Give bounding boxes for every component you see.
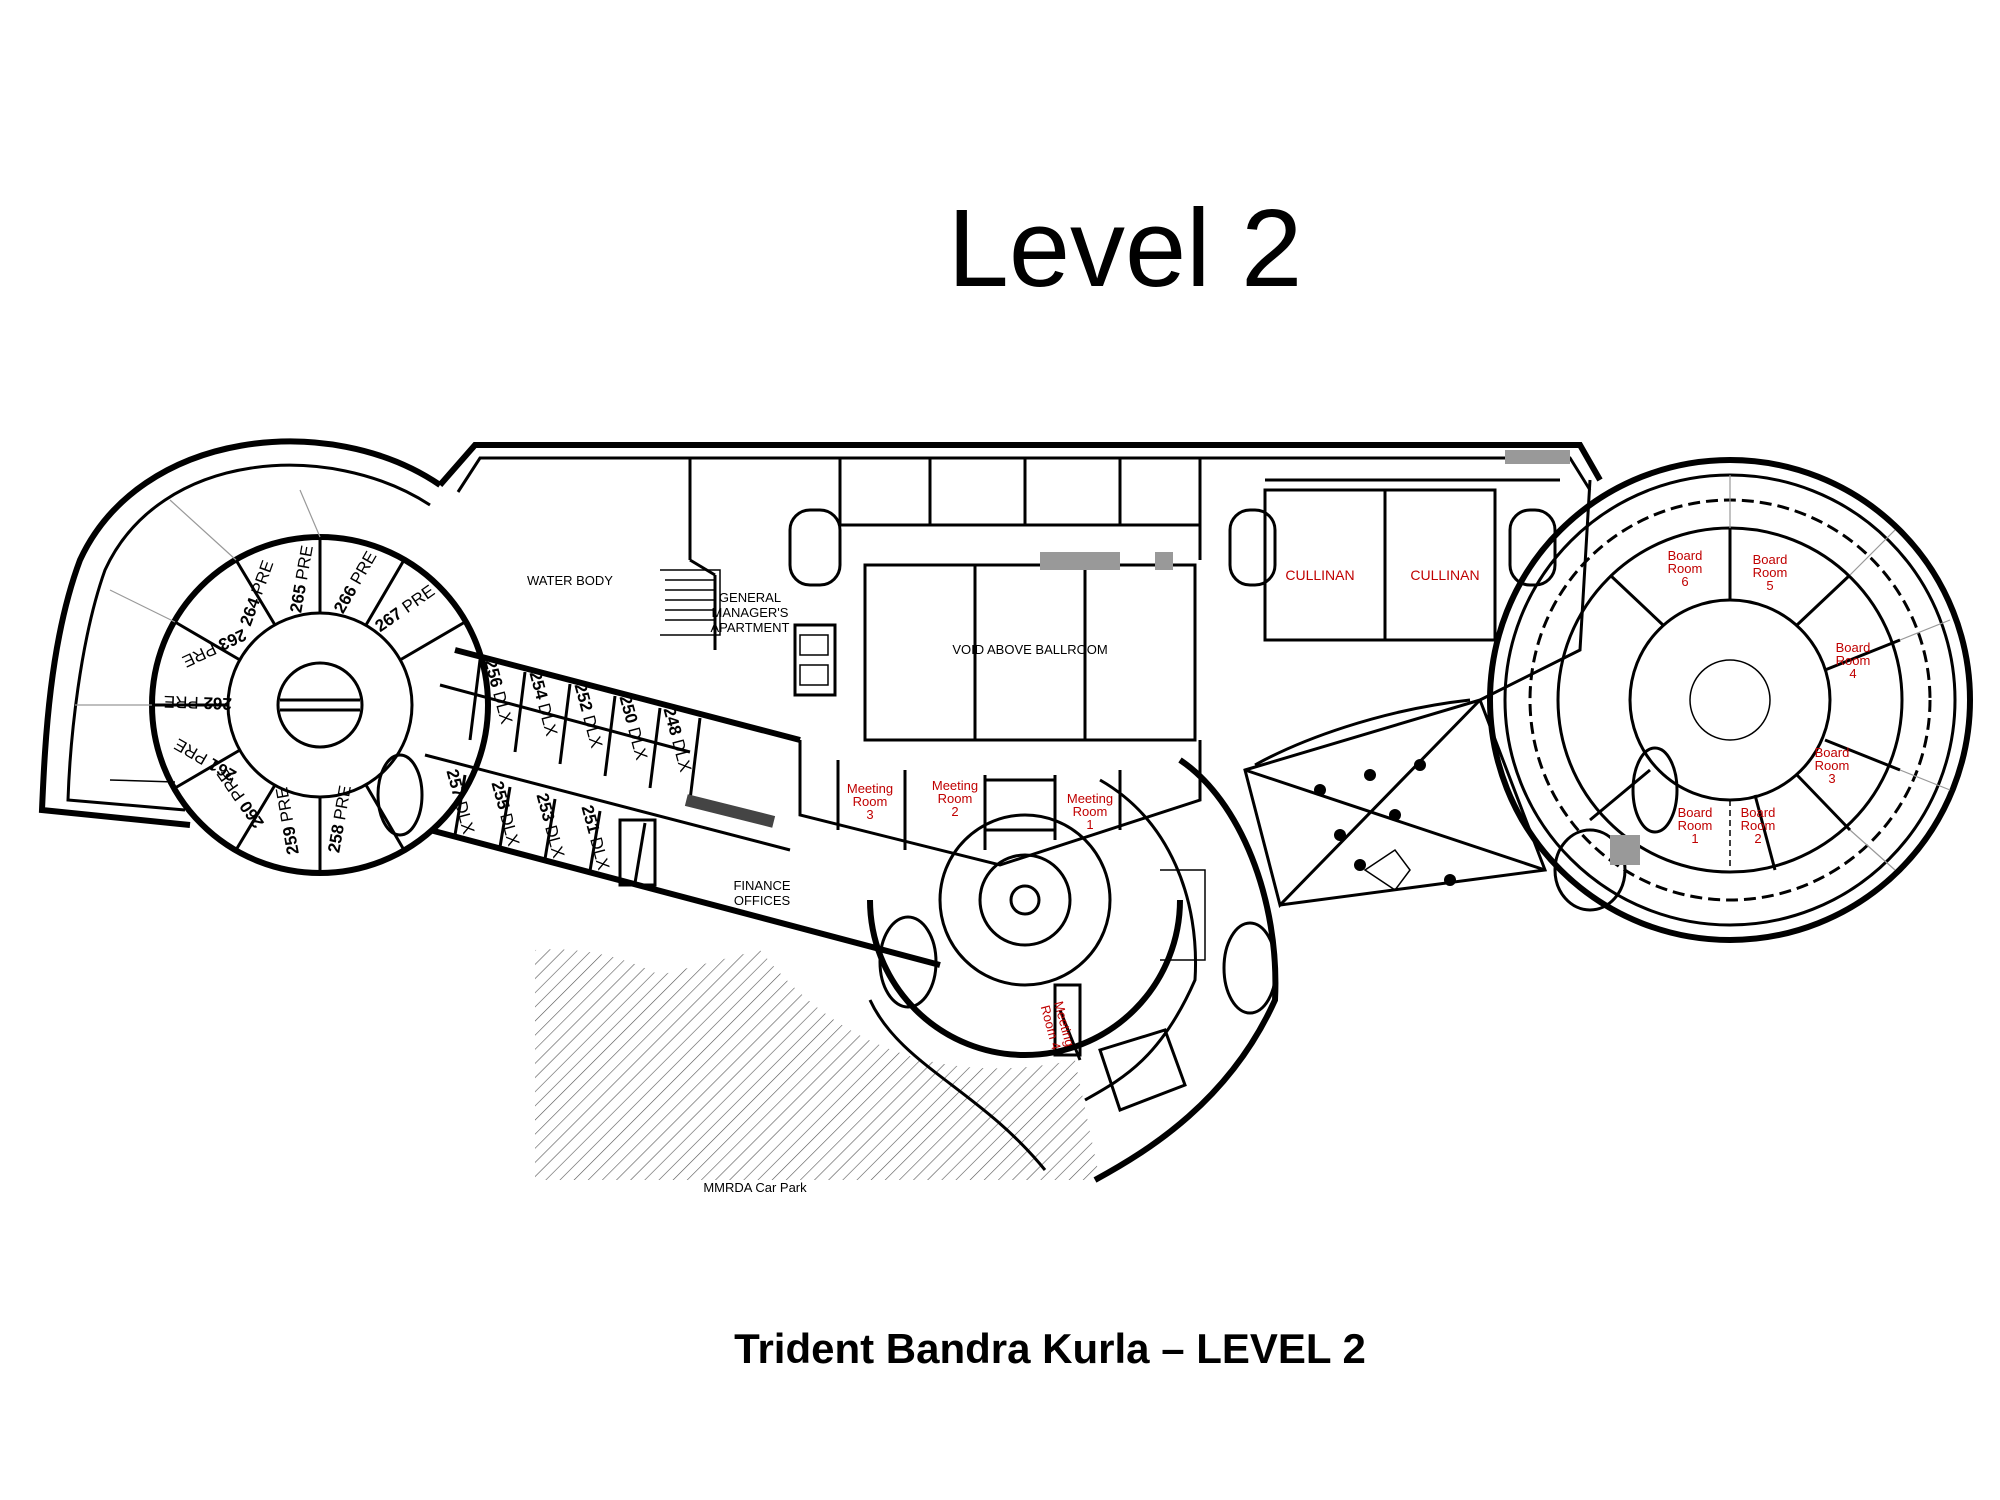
dlx-corridor-walls: [424, 647, 941, 968]
board-room-6-line-2: Room: [1668, 561, 1703, 576]
room-250-label: 250 DLX: [616, 693, 651, 762]
board-room-6-line-3: 6: [1681, 574, 1688, 589]
room-255-label: 255 DLX: [488, 779, 523, 848]
cullinan-a-label: CULLINAN: [1285, 567, 1354, 583]
page-title: Level 2: [947, 187, 1303, 310]
finance-label-1: FINANCE: [733, 878, 790, 893]
board-room-1-line-2: Room: [1678, 818, 1713, 833]
lifts: [376, 746, 1679, 1015]
dlx-room-labels-top: 256 DLX 254 DLX 252 DLX 250 DLX 248 DLX: [481, 657, 695, 774]
room-265-label: 265 PRE: [286, 544, 317, 614]
board-room-5-line-1: Board: [1753, 552, 1788, 567]
lobby-triangle: [1243, 696, 1548, 908]
left-wing-radials: [75, 489, 466, 873]
finance-label-2: OFFICES: [734, 893, 791, 908]
gm-apartment-label-2: MANAGER'S: [712, 605, 789, 620]
meeting-room-3-line-1: Meeting: [847, 781, 893, 796]
cullinan-b-label: CULLINAN: [1410, 567, 1479, 583]
board-room-3-line-3: 3: [1828, 771, 1835, 786]
board-room-3-line-2: Room: [1815, 758, 1850, 773]
meeting-room-3-line-3: 3: [866, 807, 873, 822]
meeting-room-3-line-2: Room: [853, 794, 888, 809]
board-room-2-line-3: 2: [1754, 831, 1761, 846]
board-room-4-line-1: Board: [1836, 640, 1871, 655]
board-room-2-line-1: Board: [1741, 805, 1776, 820]
board-room-5-line-2: Room: [1753, 565, 1788, 580]
room-253-label: 253 DLX: [533, 791, 568, 860]
board-room-4-line-3: 4: [1849, 666, 1856, 681]
board-room-2-line-2: Room: [1741, 818, 1776, 833]
board-room-5-line-3: 5: [1766, 578, 1773, 593]
meeting-room-1-line-2: Room: [1073, 804, 1108, 819]
board-room-1-line-1: Board: [1678, 805, 1713, 820]
meeting-room-2-line-1: Meeting: [932, 778, 978, 793]
room-251-label: 251 DLX: [578, 803, 613, 872]
car-park-label: MMRDA Car Park: [703, 1180, 807, 1195]
void-ballroom-label: VOID ABOVE BALLROOM: [952, 642, 1107, 657]
room-252-label: 252 DLX: [571, 681, 606, 750]
room-259-label: 259 PRE: [272, 786, 303, 856]
meeting-room-1-line-3: 1: [1086, 817, 1093, 832]
water-body-label: WATER BODY: [527, 573, 613, 588]
room-258-label: 258 PRE: [324, 784, 355, 854]
room-248-label: 248 DLX: [660, 705, 695, 774]
meeting-room-2-line-2: Room: [938, 791, 973, 806]
meeting-room-1-line-1: Meeting: [1067, 791, 1113, 806]
room-262-label: 262 PRE: [163, 692, 232, 713]
right-wing-walls: [1479, 457, 1973, 943]
central-block-walls: [437, 442, 1603, 742]
car-park-hatch: [535, 949, 1100, 1180]
gm-apartment-label-3: APARTMENT: [711, 620, 790, 635]
footer-caption: Trident Bandra Kurla – LEVEL 2: [734, 1325, 1366, 1372]
room-267-label: 267 PRE: [372, 581, 439, 636]
room-261-label: 261 PRE: [171, 735, 239, 785]
center-rotunda: [867, 757, 1279, 1183]
board-room-4-line-2: Room: [1836, 653, 1871, 668]
gm-apartment-label-1: GENERAL: [719, 590, 781, 605]
room-254-label: 254 DLX: [526, 669, 561, 738]
board-room-3-line-1: Board: [1815, 745, 1850, 760]
meeting-room-2-line-3: 2: [951, 804, 958, 819]
board-room-1-line-3: 1: [1691, 831, 1698, 846]
board-room-6-line-1: Board: [1668, 548, 1703, 563]
room-266-label: 266 PRE: [330, 548, 380, 616]
